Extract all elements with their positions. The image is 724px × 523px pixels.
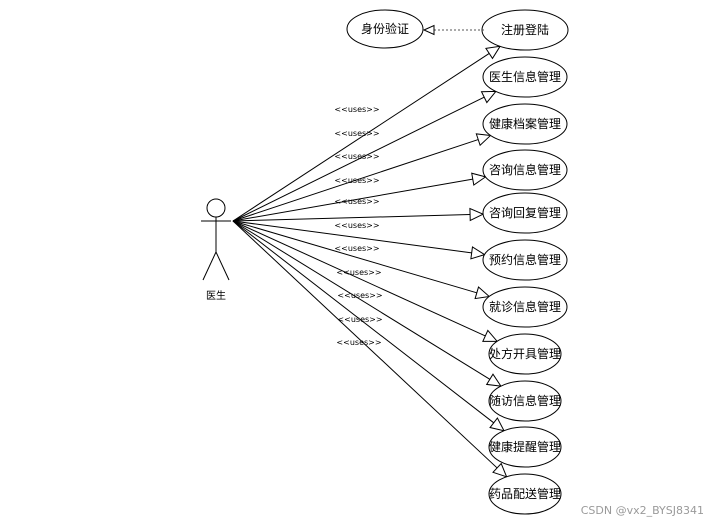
actor-doctor[interactable]: 医生: [201, 198, 231, 302]
usecase-label: 就诊信息管理: [489, 299, 561, 314]
usecase-label: 预约信息管理: [489, 252, 561, 267]
association-arrowhead: [475, 133, 492, 147]
watermark: CSDN @vx2_BYSJ8341: [581, 504, 704, 517]
association-arrowhead: [480, 90, 497, 104]
include-usecase-label: 身份验证: [361, 21, 409, 36]
association-arrowhead: [474, 286, 491, 300]
dependency-arrowhead: [422, 24, 435, 36]
usecase-label: 随访信息管理: [489, 393, 561, 408]
association-line: [232, 220, 495, 424]
usecase-label: 咨询回复管理: [489, 205, 561, 220]
usecase[interactable]: 健康档案管理: [482, 103, 568, 145]
uses-labels: <<uses>> <<uses>> <<uses>> <<uses>> <<uses>>…: [334, 105, 382, 347]
association-line: [232, 220, 491, 380]
use-cases: 注册登陆医生信息管理健康档案管理咨询信息管理咨询回复管理预约信息管理就诊信息管理…: [481, 9, 569, 515]
association-line: [232, 139, 479, 222]
uses-label: <<uses>>: [334, 129, 379, 138]
usecase-label: 注册登陆: [501, 22, 549, 37]
uses-label: <<uses>>: [337, 291, 382, 300]
association-arrowhead: [489, 417, 505, 432]
usecase[interactable]: 注册登陆: [481, 9, 569, 51]
actor-left-leg: [202, 251, 217, 281]
usecase[interactable]: 预约信息管理: [482, 239, 568, 281]
usecase-label: 咨询信息管理: [489, 162, 561, 177]
actor-head: [206, 198, 226, 218]
usecase[interactable]: 健康提醒管理: [488, 426, 562, 468]
association-line: [232, 178, 473, 222]
association-arrowhead: [485, 373, 502, 387]
uses-label: <<uses>>: [334, 176, 379, 185]
association-arrowhead: [469, 207, 485, 222]
association-lines: [232, 45, 508, 478]
usecase[interactable]: 咨询回复管理: [482, 192, 568, 234]
actor-right-leg: [215, 251, 230, 281]
association-arrowhead: [471, 172, 487, 186]
usecase[interactable]: 随访信息管理: [488, 380, 562, 422]
uses-label: <<uses>>: [337, 315, 382, 324]
usecase[interactable]: 医生信息管理: [482, 56, 568, 98]
association-line: [232, 220, 498, 469]
association-line: [232, 52, 490, 222]
uses-label: <<uses>>: [334, 152, 379, 161]
association-arrowhead: [482, 329, 499, 342]
uses-label: <<uses>>: [336, 268, 381, 277]
association-arrowhead: [492, 462, 508, 478]
uses-label: <<uses>>: [334, 197, 379, 206]
usecase[interactable]: 药品配送管理: [488, 473, 562, 515]
uses-label: <<uses>>: [334, 244, 379, 253]
association-line: [232, 214, 471, 222]
usecase[interactable]: 处方开具管理: [488, 333, 562, 375]
usecase-label: 医生信息管理: [489, 69, 561, 84]
association-arrowhead: [485, 45, 502, 60]
usecase-label: 处方开具管理: [489, 346, 561, 361]
include-usecase[interactable]: 身份验证: [346, 9, 424, 49]
usecase[interactable]: 咨询信息管理: [482, 149, 568, 191]
usecase[interactable]: 就诊信息管理: [482, 286, 568, 328]
association-line: [232, 220, 472, 254]
usecase-label: 药品配送管理: [489, 486, 561, 501]
usecase-label: 健康档案管理: [489, 116, 561, 131]
association-line: [232, 220, 486, 337]
uses-label: <<uses>>: [336, 338, 381, 347]
uses-label: <<uses>>: [334, 105, 379, 114]
actor-label: 医生: [206, 289, 226, 302]
association-line: [232, 220, 477, 294]
association-arrowhead: [470, 246, 486, 260]
uses-label: <<uses>>: [334, 221, 379, 230]
association-line: [232, 96, 485, 222]
usecase-label: 健康提醒管理: [489, 439, 561, 454]
